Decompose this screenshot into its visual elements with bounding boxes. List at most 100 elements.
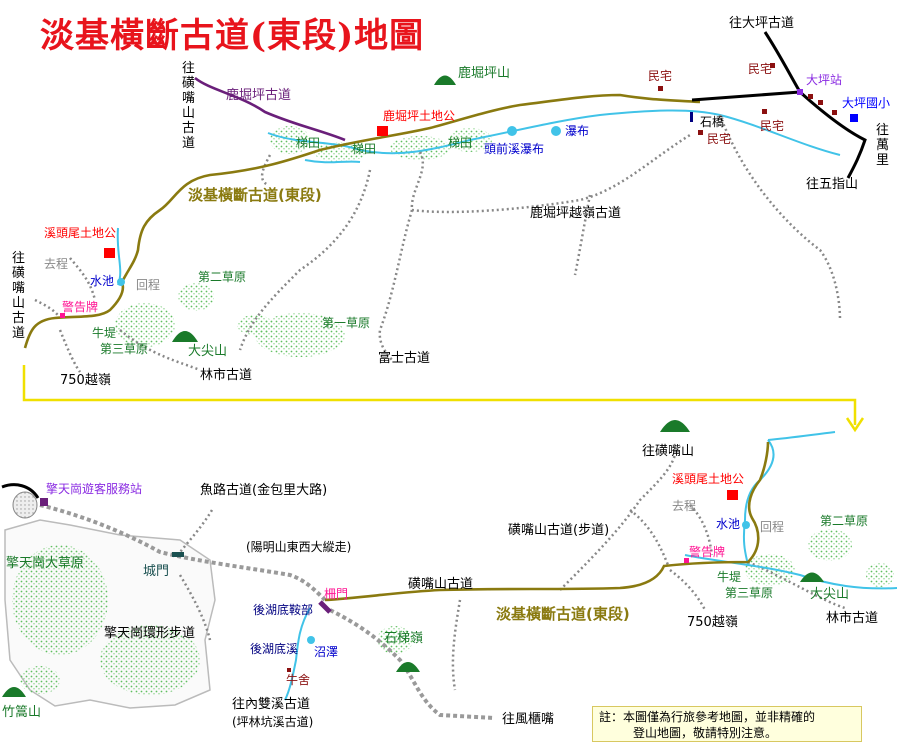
station-icon bbox=[797, 89, 803, 95]
side-path bbox=[119, 329, 201, 372]
waterfall-icon bbox=[551, 126, 561, 136]
label-terrace: 梯田 bbox=[296, 136, 320, 150]
label-residence: 民宅 bbox=[707, 131, 731, 146]
label-to-kehei-vertical-2: 往磺嘴山古道 bbox=[12, 251, 25, 341]
map-title: 淡基橫斷古道(東段)地圖 bbox=[40, 16, 425, 56]
label-cowshed: 牛舍 bbox=[286, 672, 310, 687]
upper-map: 往大坪古道 鹿堀坪古道 鹿堀坪山 民宅 民宅 大坪站 大坪國小 鹿堀坪土地公 石… bbox=[12, 16, 890, 388]
label-terrace: 梯田 bbox=[352, 142, 376, 156]
mountain-icon bbox=[396, 662, 420, 672]
label-yulu-trail: 魚路古道(金包里大路) bbox=[200, 482, 327, 498]
label-houhu-saddle: 後湖底鞍部 bbox=[253, 602, 313, 617]
connector-arrow bbox=[22, 365, 857, 425]
label-pond: 水池 bbox=[716, 517, 740, 531]
label-kehei-trail: 磺嘴山古道 bbox=[408, 577, 473, 592]
label-xitou-shrine: 溪頭尾土地公 bbox=[672, 472, 744, 486]
label-zhusheng-mtn: 竹篙山 bbox=[2, 705, 41, 720]
stream bbox=[304, 159, 361, 164]
label-qtg-meadow: 擎天崗大草原 bbox=[6, 556, 84, 571]
residence-icon bbox=[658, 86, 663, 91]
meadow-patch bbox=[237, 315, 273, 335]
gate-trail bbox=[318, 600, 332, 614]
road bbox=[1, 483, 40, 499]
label-stone-bridge: 石橋 bbox=[700, 115, 724, 129]
residence-icon bbox=[762, 109, 767, 114]
side-path bbox=[629, 509, 670, 566]
disclaimer-note: 註：本圖僅為行旅參考地圖，並非精確的 登山地圖，敬請特別注意。 bbox=[592, 706, 862, 742]
school-icon bbox=[850, 114, 858, 122]
stream bbox=[284, 607, 311, 701]
side-path bbox=[573, 194, 592, 276]
label-fuji-trail: 富士古道 bbox=[378, 350, 430, 366]
meadow-patch bbox=[12, 545, 108, 655]
label-tiantou-falls: 頭前溪瀑布 bbox=[484, 141, 544, 156]
meadow-patch bbox=[255, 313, 345, 357]
side-path bbox=[176, 509, 214, 556]
label-linshi-trail: 林市古道 bbox=[826, 610, 878, 626]
side-path bbox=[410, 133, 691, 214]
main-trail bbox=[23, 93, 701, 349]
label-to-kehei-mtn: 往磺嘴山 bbox=[642, 444, 694, 459]
label-qtg-visitor: 擎天崗遊客服務站 bbox=[46, 481, 142, 496]
note-line-1: 註：本圖僅為行旅參考地圖，並非精確的 bbox=[599, 710, 816, 724]
warning-sign-icon bbox=[684, 558, 689, 563]
label-meadow-2: 第二草原 bbox=[820, 514, 868, 528]
label-luku-ridge: 鹿堀坪越嶺古道 bbox=[530, 205, 621, 221]
label-terrace: 梯田 bbox=[448, 136, 472, 150]
visitor-center-icon bbox=[40, 498, 48, 506]
stream bbox=[742, 439, 775, 566]
mountain-icon bbox=[172, 331, 198, 342]
meadow-patch bbox=[808, 529, 852, 561]
side-path bbox=[689, 504, 714, 556]
meadow-patch bbox=[377, 626, 413, 654]
label-houhu-creek: 後湖底溪 bbox=[250, 641, 298, 656]
side-path bbox=[747, 560, 846, 610]
marsh-icon bbox=[307, 636, 315, 644]
label-pond: 水池 bbox=[90, 274, 114, 288]
label-luku-mtn: 鹿堀坪山 bbox=[458, 65, 510, 81]
shrine-icon bbox=[104, 248, 115, 258]
stone-ridge-trail bbox=[329, 608, 496, 720]
side-path bbox=[718, 114, 842, 321]
side-path bbox=[559, 454, 677, 591]
label-750: 750越嶺 bbox=[60, 373, 111, 388]
meadow-patch bbox=[20, 666, 60, 694]
label-750: 750越嶺 bbox=[687, 615, 738, 630]
luku-trail bbox=[194, 76, 346, 142]
city-gate-icon bbox=[172, 552, 184, 557]
label-trail-name: 淡基橫斷古道(東段) bbox=[496, 605, 630, 623]
label-outbound: 去程 bbox=[672, 498, 696, 513]
label-yms-trail: (陽明山東西大縱走) bbox=[246, 540, 351, 554]
label-to-kehei-vertical: 往磺嘴山古道 bbox=[182, 61, 195, 151]
residence-icon bbox=[808, 94, 813, 99]
meadow-patch bbox=[745, 554, 795, 586]
label-to-neishuang: 往內雙溪古道 bbox=[232, 697, 310, 712]
meadow-patch bbox=[178, 283, 214, 311]
label-residence: 民宅 bbox=[748, 61, 772, 76]
label-meadow-3: 第三草原 bbox=[100, 342, 148, 356]
label-return: 回程 bbox=[760, 519, 784, 534]
mountain-icon bbox=[434, 75, 456, 85]
label-meadow-1: 第一草原 bbox=[322, 316, 370, 330]
label-gate: 柵門 bbox=[324, 587, 348, 601]
label-warning: 警告牌 bbox=[689, 544, 725, 559]
shrine-icon bbox=[727, 490, 738, 500]
label-return: 回程 bbox=[136, 277, 160, 292]
side-path bbox=[178, 574, 212, 641]
meadow-patch bbox=[390, 136, 450, 160]
residence-icon bbox=[818, 100, 823, 105]
pond-icon bbox=[117, 278, 125, 286]
label-shiti-ridge: 石梯嶺 bbox=[384, 631, 423, 646]
stream bbox=[767, 431, 836, 441]
side-path bbox=[34, 298, 62, 319]
parking-area bbox=[12, 491, 38, 519]
meadow-patch bbox=[115, 303, 175, 347]
label-residence: 民宅 bbox=[648, 68, 672, 83]
mountain-icon bbox=[660, 420, 690, 432]
mountain-icon bbox=[2, 687, 26, 697]
label-waterfall: 瀑布 bbox=[565, 124, 589, 138]
stream bbox=[116, 227, 122, 286]
label-to-wanli-vertical: 往萬里 bbox=[876, 123, 889, 168]
label-luku-trail: 鹿堀坪古道 bbox=[226, 87, 291, 103]
label-trail-name: 淡基橫斷古道(東段) bbox=[188, 186, 322, 204]
